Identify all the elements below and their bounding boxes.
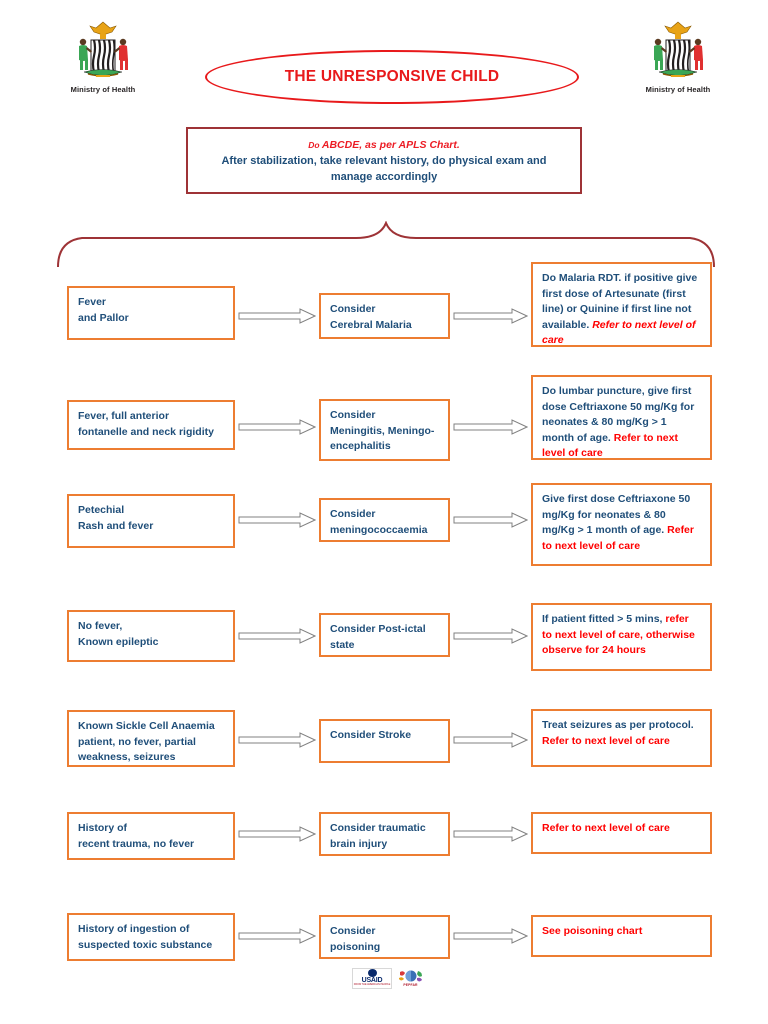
instruction-abcde-text: ABCDE, as per APLS Chart: [321, 139, 457, 151]
action-box-3: Give first dose Ceftriaxone 50 mg/Kg for…: [531, 483, 712, 566]
action-box-6: Refer to next level of care: [531, 812, 712, 854]
action-blue-text-4: If patient fitted > 5 mins,: [542, 613, 663, 625]
consider-text-6: Consider traumatic brain injury: [330, 822, 426, 850]
symptom-text-5: Known Sickle Cell Anaemia patient, no fe…: [78, 720, 215, 763]
consider-text-2: Consider Meningitis, Meningo- encephalit…: [330, 409, 435, 452]
arrow-consider-to-action-7: [453, 928, 528, 944]
consider-box-6: Consider traumatic brain injury: [319, 812, 450, 856]
symptom-box-4: No fever, Known epileptic: [67, 610, 235, 662]
action-red-text-3: Refer to next level of care: [542, 524, 694, 552]
consider-box-2: Consider Meningitis, Meningo- encephalit…: [319, 399, 450, 461]
consider-box-3: Consider meningococcaemia: [319, 498, 450, 542]
pepfar-wordmark: PEPFAR: [403, 983, 418, 988]
arrow-consider-to-action-4: [453, 628, 528, 644]
page-title: THE UNRESPONSIVE CHILD: [284, 68, 500, 85]
page-header: Ministry of Health Ministry of Health: [0, 0, 768, 118]
action-blue-text-2: Do lumbar puncture, give first dose Ceft…: [542, 385, 695, 444]
symptom-box-1: Fever and Pallor: [67, 286, 235, 340]
symptom-box-5: Known Sickle Cell Anaemia patient, no fe…: [67, 710, 235, 767]
action-blue-text-5: Treat seizures as per protocol.: [542, 719, 694, 731]
arrow-consider-to-action-2: [453, 419, 528, 435]
arrow-symptom-to-consider-3: [238, 512, 316, 528]
arrow-symptom-to-consider-4: [238, 628, 316, 644]
symptom-text-4: No fever, Known epileptic: [78, 620, 159, 648]
consider-box-4: Consider Post-ictal state: [319, 613, 450, 657]
ministry-logo-right: Ministry of Health: [622, 18, 734, 94]
symptom-box-7: History of ingestion of suspected toxic …: [67, 913, 235, 961]
action-blue-text-1: Do Malaria RDT. if positive give first d…: [542, 272, 698, 331]
arrow-symptom-to-consider-7: [238, 928, 316, 944]
instruction-blue-line: After stabilization, take relevant histo…: [221, 155, 547, 183]
action-box-5: Treat seizures as per protocol. Refer to…: [531, 709, 712, 767]
usaid-wordmark: USAID: [361, 977, 383, 985]
footer-logos: USAID FROM THE AMERICAN PEOPLE PEPFAR: [352, 967, 428, 989]
action-red-text-1: Refer to next level of care: [542, 318, 696, 347]
symptom-text-7: History of ingestion of suspected toxic …: [78, 923, 213, 951]
consider-text-7: Consider poisoning: [330, 925, 381, 953]
zambia-coat-of-arms-icon: [79, 21, 128, 77]
consider-text-1: Consider Cerebral Malaria: [330, 303, 412, 331]
action-red-text-4: refer to next level of care, otherwise o…: [542, 613, 695, 656]
instruction-do-prefix: Do: [308, 140, 322, 150]
ministry-logo-left: Ministry of Health: [47, 18, 159, 94]
action-box-2: Do lumbar puncture, give first dose Ceft…: [531, 375, 712, 460]
pepfar-globe-icon: [398, 970, 422, 982]
arrow-consider-to-action-5: [453, 732, 528, 748]
ministry-logo-left-caption: Ministry of Health: [70, 85, 136, 94]
initial-management-box: Do ABCDE, as per APLS Chart. After stabi…: [186, 127, 582, 194]
action-box-7: See poisoning chart: [531, 915, 712, 957]
branch-brace: [56, 220, 716, 268]
action-box-4: If patient fitted > 5 mins, refer to nex…: [531, 603, 712, 671]
action-red-text-2: Refer to next level of care: [542, 431, 678, 460]
arrow-symptom-to-consider-6: [238, 826, 316, 842]
zambia-coat-of-arms-icon: [654, 21, 703, 77]
symptom-box-2: Fever, full anterior fontanelle and neck…: [67, 400, 235, 450]
usaid-logo: USAID FROM THE AMERICAN PEOPLE: [352, 967, 392, 989]
arrow-symptom-to-consider-5: [238, 732, 316, 748]
consider-box-1: Consider Cerebral Malaria: [319, 293, 450, 339]
symptom-box-6: History of recent trauma, no fever: [67, 812, 235, 860]
action-blue-text-3: Give first dose Ceftriaxone 50 mg/Kg for…: [542, 493, 691, 536]
arrow-symptom-to-consider-2: [238, 419, 316, 435]
consider-box-5: Consider Stroke: [319, 719, 450, 763]
symptom-box-3: Petechial Rash and fever: [67, 494, 235, 548]
action-red-text-5: Refer to next level of care: [542, 734, 670, 747]
arrow-consider-to-action-3: [453, 512, 528, 528]
page-title-ellipse: THE UNRESPONSIVE CHILD: [205, 50, 579, 104]
usaid-seal-icon: [367, 968, 377, 977]
consider-text-5: Consider Stroke: [330, 729, 412, 741]
ministry-logo-right-caption: Ministry of Health: [645, 85, 711, 94]
action-red-text-6: Refer to next level of care: [542, 822, 670, 834]
arrow-consider-to-action-1: [453, 308, 528, 324]
action-box-1: Do Malaria RDT. if positive give first d…: [531, 262, 712, 347]
symptom-text-3: Petechial Rash and fever: [78, 504, 154, 532]
usaid-tagline: FROM THE AMERICAN PEOPLE: [353, 983, 391, 987]
symptom-text-1: Fever and Pallor: [78, 296, 129, 324]
symptom-text-2: Fever, full anterior fontanelle and neck…: [78, 410, 214, 438]
instruction-red-suffix: .: [456, 139, 460, 151]
curly-brace-icon: [57, 220, 715, 268]
arrow-consider-to-action-6: [453, 826, 528, 842]
pepfar-logo: PEPFAR: [395, 968, 426, 989]
symptom-text-6: History of recent trauma, no fever: [78, 822, 195, 850]
consider-text-4: Consider Post-ictal state: [330, 623, 426, 651]
action-red-text-7: See poisoning chart: [542, 925, 643, 937]
arrow-symptom-to-consider-1: [238, 308, 316, 324]
consider-text-3: Consider meningococcaemia: [330, 508, 428, 536]
instruction-red-line: Do ABCDE, as per APLS Chart.: [200, 138, 568, 152]
consider-box-7: Consider poisoning: [319, 915, 450, 959]
